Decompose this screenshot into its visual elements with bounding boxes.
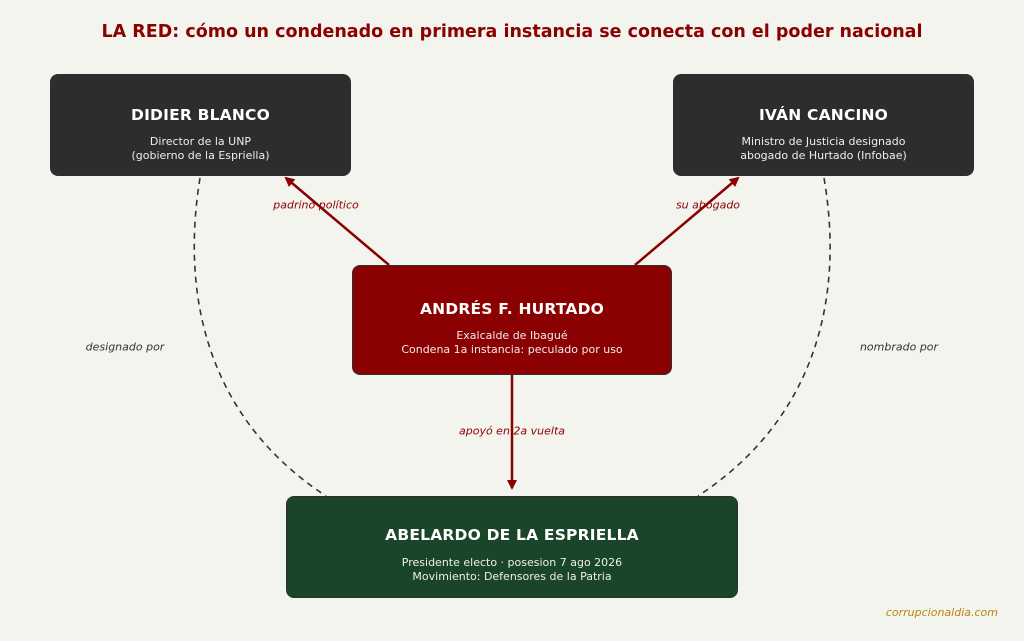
node-detail: Movimiento: Defensores de la Patria [412,570,612,583]
node-didier-blanco: DIDIER BLANCO Director de la UNP (gobier… [50,74,351,176]
node-name: ABELARDO DE LA ESPRIELLA [385,526,639,544]
edge-su-abogado [634,176,740,266]
node-name: IVÁN CANCINO [758,106,889,124]
edge-label-nombrado-por: nombrado por [859,340,939,354]
edge-nombrado-por [697,177,831,497]
node-name: DIDIER BLANCO [131,106,270,124]
node-name: ANDRÉS F. HURTADO [419,300,605,318]
node-detail: Presidente electo · posesion 7 ago 2026 [401,556,623,569]
edge-designado-por [193,177,327,497]
node-andres-hurtado: ANDRÉS F. HURTADO Exalcalde de Ibagué Co… [352,265,672,375]
node-abelardo-de-la-espriella: ABELARDO DE LA ESPRIELLA Presidente elec… [286,496,738,598]
node-detail: (gobierno de la Espriella) [131,149,270,162]
source-watermark: corrupcionaldia.com [885,606,998,619]
node-ivan-cancino: IVÁN CANCINO Ministro de Justicia design… [673,74,974,176]
node-detail: Exalcalde de Ibagué [456,329,568,342]
node-detail: Condena 1a instancia: peculado por uso [401,343,623,356]
edge-padrino-politico [284,176,390,266]
node-detail: abogado de Hurtado (Infobae) [740,149,907,162]
node-detail: Ministro de Justicia designado [741,135,906,148]
node-detail: Director de la UNP [149,135,252,148]
diagram-title: LA RED: cómo un condenado en primera ins… [101,22,923,42]
edge-label-padrino-politico: padrino político [273,198,359,212]
edge-label-apoyo-2a-vuelta: apoyó en 2a vuelta [458,424,566,438]
edge-label-designado-por: designado por [85,340,165,354]
edge-label-su-abogado: su abogado [675,198,741,212]
